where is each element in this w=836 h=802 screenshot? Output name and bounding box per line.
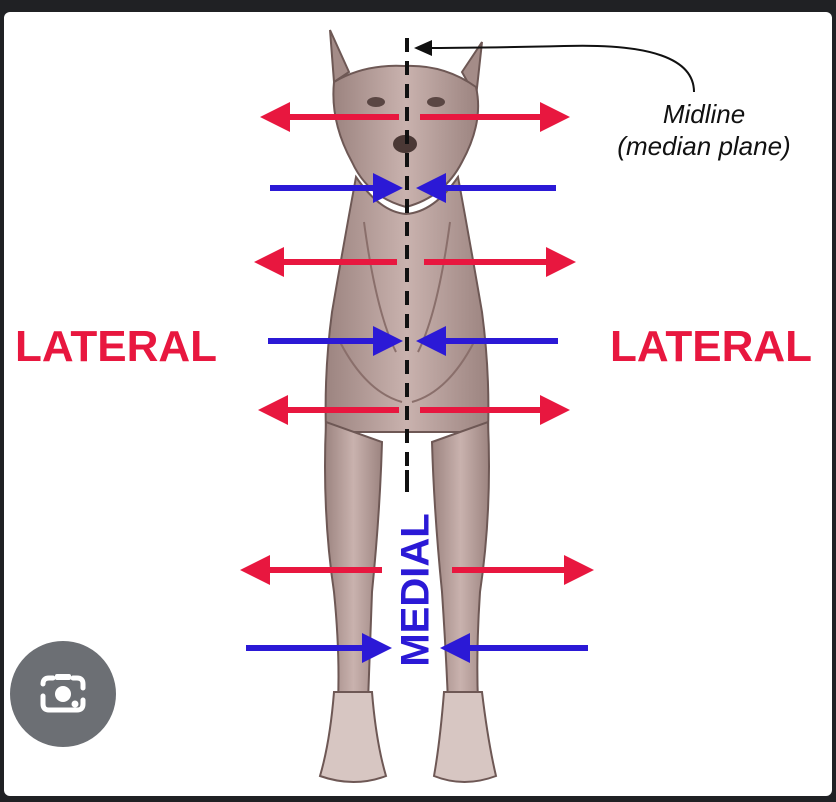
dog-front-view-illustration	[318, 29, 498, 783]
dog-anatomy-figure	[240, 29, 695, 783]
lateral-label-left: LATERAL	[15, 322, 218, 371]
midline-label-line1: Midline	[662, 99, 746, 129]
google-lens-camera-icon	[40, 674, 86, 713]
lateral-arrows	[240, 102, 594, 585]
lateral-label-right: LATERAL	[610, 322, 813, 371]
medial-arrows	[246, 173, 588, 663]
midline-label-line2: (median plane)	[617, 131, 791, 161]
midline-label: Midline (median plane)	[594, 98, 814, 162]
midline-pointer-arrow	[421, 44, 695, 93]
google-lens-button[interactable]	[10, 641, 116, 747]
medial-label: MEDIAL	[393, 513, 438, 667]
anatomy-diagram: LATERAL LATERAL MEDIAL Midline (median p…	[4, 12, 832, 796]
